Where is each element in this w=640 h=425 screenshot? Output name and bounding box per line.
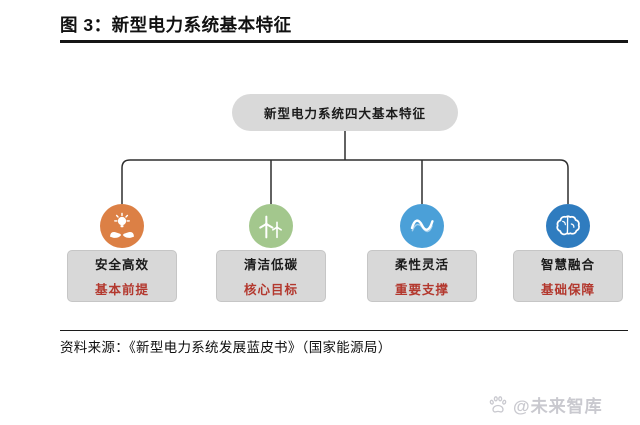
branch-card-smart: 智慧融合 基础保障 <box>513 250 623 302</box>
branch-tag: 基础保障 <box>540 283 595 297</box>
branch-label: 清洁低碳 <box>243 258 298 272</box>
branch-card-safety: 安全高效 基本前提 <box>67 250 177 302</box>
branch-label: 智慧融合 <box>540 258 595 272</box>
branch-label: 安全高效 <box>94 258 149 272</box>
branch-card-clean: 清洁低碳 核心目标 <box>216 250 326 302</box>
hands-holding-bulb-icon <box>100 204 144 248</box>
branch-card-flexible: 柔性灵活 重要支撑 <box>367 250 477 302</box>
source-divider <box>60 330 628 331</box>
branch-tag: 基本前提 <box>94 283 149 297</box>
title-underline <box>60 40 628 43</box>
watermark: @未来智库 <box>486 390 603 418</box>
wind-turbine-icon <box>249 204 293 248</box>
branch-tag: 核心目标 <box>243 283 298 297</box>
wave-icon <box>400 204 444 248</box>
brain-icon <box>546 204 590 248</box>
paw-icon <box>489 396 507 413</box>
root-node: 新型电力系统四大基本特征 <box>232 94 458 131</box>
figure-title: 图 3：新型电力系统基本特征 <box>60 15 292 35</box>
branch-tag: 重要支撑 <box>394 283 449 297</box>
watermark-text: @未来智库 <box>513 396 603 416</box>
branch-label: 柔性灵活 <box>394 258 449 272</box>
source-text: 资料来源：《新型电力系统发展蓝皮书》（国家能源局） <box>60 340 392 355</box>
